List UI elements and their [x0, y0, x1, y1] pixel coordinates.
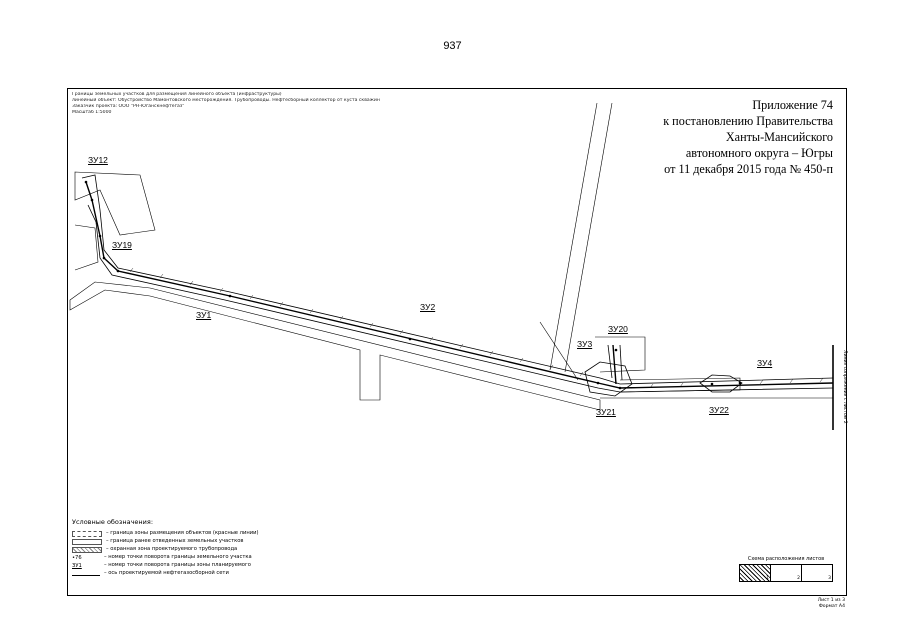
map-legend: Условные обозначения: – граница зоны раз…: [72, 518, 332, 578]
plot-label-zu20: ЗУ20: [608, 324, 628, 334]
plot-label-zu21: ЗУ21: [596, 407, 616, 417]
plot-label-zu12: ЗУ12: [88, 155, 108, 165]
legend-item: – граница зоны размещения объектов (крас…: [72, 530, 332, 538]
appendix-line: Ханты-Мансийского: [725, 130, 833, 144]
layout-cell: 1: [740, 565, 771, 581]
legend-item-text: – граница ранее отведенных земельных уча…: [106, 537, 244, 544]
layout-scheme-title: Схема расположения листов: [747, 556, 825, 562]
page-number: 937: [443, 40, 462, 52]
pipeline-axis-symbol: [72, 572, 100, 576]
hatch-marks: [129, 267, 824, 389]
plot-label-zu4: ЗУ4: [757, 358, 773, 368]
plot-label-zu19: ЗУ19: [112, 240, 132, 250]
drawing-sheet-frame: [67, 88, 847, 596]
corridor-node: [699, 374, 743, 393]
turn-point: [228, 294, 232, 298]
legend-item-text: – номер точки поворота границы зоны план…: [104, 561, 251, 568]
allotment-corridor: [81, 174, 834, 397]
sheet-format: Формат А4: [818, 604, 845, 609]
plot-code-symbol: ЗУ1: [72, 562, 82, 569]
legend-item-text: – номер точки поворота границы земельног…: [104, 553, 252, 560]
turn-point: [98, 234, 102, 238]
turn-point: [710, 382, 714, 386]
turn-point: [618, 386, 622, 390]
turn-point: [84, 180, 88, 184]
corridor-hatching: [129, 267, 824, 389]
plot-contour: [595, 336, 646, 373]
legend-item: •76 – номер точки поворота границы земел…: [72, 554, 332, 562]
pipeline-branch-axis: [612, 344, 617, 385]
corridor-node: [584, 361, 633, 397]
layout-cell-number: 3: [828, 576, 831, 581]
layout-cell: 2: [771, 565, 802, 581]
legend-item: – ось проектируемой нефтегазосборной сет…: [72, 570, 332, 578]
layout-cell-number: 1: [766, 576, 769, 581]
turn-point: [614, 348, 618, 352]
header-line: Масштаб 1:5000: [72, 110, 112, 115]
allotted-plot-symbol: [72, 538, 102, 545]
appendix-line: автономного округа – Югры: [685, 146, 833, 160]
layout-cells: 1 2 3: [739, 564, 833, 582]
legend-item: ЗУ1 – номер точки поворота границы зоны …: [72, 562, 332, 570]
turn-points: [84, 180, 742, 390]
road-edge: [539, 321, 579, 381]
corridor-upper: [81, 174, 834, 385]
road-boundaries: [69, 102, 833, 411]
road-edge: [564, 102, 613, 373]
turn-point: [596, 381, 600, 385]
sheet-footer: Лист 1 из 3 Формат А4: [818, 598, 845, 610]
plot-contour: [74, 224, 99, 271]
header-line: Границы земельных участков для размещени…: [72, 92, 282, 97]
turn-point: [116, 269, 120, 273]
legend-item: – охранная зона проектируемого трубопров…: [72, 546, 332, 554]
turn-point: [90, 198, 94, 202]
header-line: Заказчик проекта: ООО "РН-Юганскнефтегаз…: [72, 104, 185, 109]
appendix-block: Приложение 74 к постановлению Правительс…: [573, 97, 833, 177]
appendix-line: от 11 декабря 2015 года № 450-п: [664, 162, 833, 176]
legend-item-text: – ось проектируемой нефтегазосборной сет…: [104, 569, 229, 576]
turn-point: [408, 337, 412, 341]
appendix-line: к постановлению Правительства: [663, 114, 833, 128]
layout-cell: 3: [802, 565, 832, 581]
legend-item: – граница ранее отведенных земельных уча…: [72, 538, 332, 546]
legend-item-text: – охранная зона проектируемого трубопров…: [106, 545, 238, 552]
plot-contour: [74, 171, 156, 236]
plot-label-zu3: ЗУ3: [577, 339, 593, 349]
plot-label-zu1: ЗУ1: [196, 310, 212, 320]
protection-zone-symbol: [72, 546, 102, 553]
legend-item-text: – граница зоны размещения объектов (крас…: [106, 529, 259, 536]
red-line-symbol: [72, 530, 102, 537]
corridor-branch: [619, 344, 623, 381]
sheet-junction-note: Линия сопряжения с листом 2: [842, 350, 847, 424]
plot-label-zu22: ЗУ22: [709, 405, 729, 415]
turn-point: [102, 256, 106, 260]
corridor-branch: [607, 344, 613, 379]
drawing-header: Границы земельных участков для размещени…: [72, 92, 452, 116]
plot-label-zu2: ЗУ2: [420, 302, 436, 312]
appendix-title: Приложение 74: [752, 98, 833, 112]
road-contour: [69, 281, 601, 411]
sheet-number: Лист 1 из 3: [817, 598, 845, 603]
layout-cell-number: 2: [797, 576, 800, 581]
turn-point: [738, 381, 742, 385]
header-line: линейный объект: Обустройство Мамонтовск…: [72, 98, 380, 103]
corridor-lower: [87, 204, 834, 393]
sheet-layout-scheme: Схема расположения листов 1 2 3: [735, 556, 837, 589]
legend-title: Условные обозначения:: [72, 518, 154, 526]
road-edge: [549, 102, 598, 371]
turn-point-symbol: •76: [72, 554, 82, 561]
